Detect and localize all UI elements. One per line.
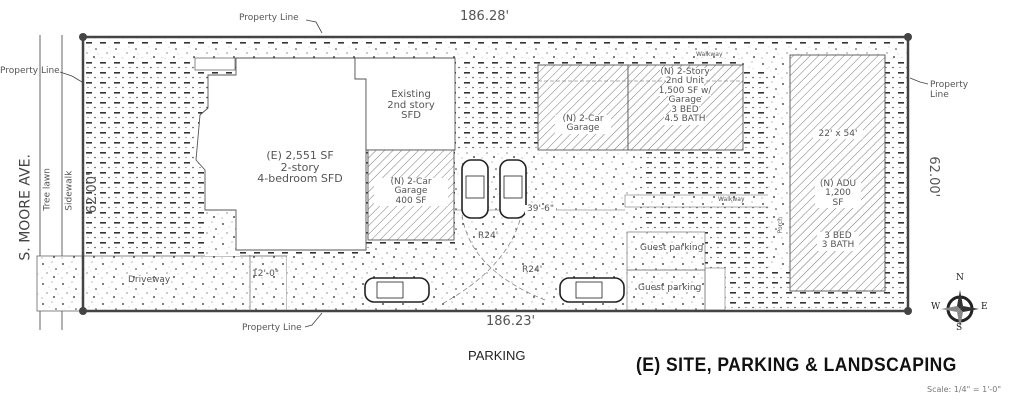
walkway-mid [624, 194, 776, 208]
parking-court [287, 150, 640, 310]
aisle-length-dimension: 39'-6" [525, 204, 557, 215]
adu-label: (N) ADU 1,200 SF [815, 179, 861, 209]
property-line-label-right: Property Line [930, 80, 969, 100]
existing-second-story [354, 57, 456, 151]
drawing-scale: Scale: 1/4" = 1'-0" [927, 385, 1002, 394]
driveway-width-dimension: 12'-0" [252, 269, 280, 279]
car-icon [364, 277, 430, 303]
car-icon [499, 159, 527, 219]
existing-second-story-label: Existing 2nd story SFD [387, 89, 435, 121]
adu-bed-bath-label: 3 BED 3 BATH [817, 231, 859, 251]
right-width-dimension: 62.00' [925, 156, 941, 198]
guest-parking-label-1: Guest parking [640, 243, 704, 253]
walkway-label-top: Walkway [696, 51, 723, 58]
turn-radius-2: R24' [522, 265, 543, 275]
driveway-label: Driveway [128, 275, 171, 285]
compass-e: E [981, 302, 988, 312]
property-line-label-top: Property Line [239, 13, 299, 23]
main-house-label: (E) 2,551 SF 2-story 4-bedroom SFD [257, 149, 343, 186]
guest-parking-label-2: Guest parking [638, 283, 702, 293]
top-length-dimension: 186.28' [460, 9, 510, 24]
rear-garage-label: (N) 2-Car Garage [555, 114, 611, 134]
compass-s: S [956, 323, 963, 333]
property-line-label-bottom: Property Line [242, 323, 302, 333]
bottom-length-dimension: 186.23' [486, 314, 536, 329]
left-width-dimension: 62.00' [85, 172, 101, 214]
car-icon [559, 277, 625, 303]
compass-n: N [956, 273, 964, 283]
tree-lawn-label: Tree lawn [42, 168, 53, 211]
car-icon [461, 159, 489, 219]
drawing-title: (E) SITE, PARKING & LANDSCAPING [636, 355, 957, 376]
parking-caption: PARKING [468, 348, 526, 363]
property-line-label-left: Property Line [0, 66, 60, 76]
turn-radius-1: R24' [478, 231, 499, 241]
compass-w: W [931, 302, 941, 312]
rear-garage [537, 64, 629, 151]
garage-400-label: (N) 2-Car Garage 400 SF [374, 177, 448, 207]
sidewalk-label: Sidewalk [64, 170, 75, 211]
second-unit-label: (N) 2-Story 2nd Unit 1,500 SF w/ Garage … [658, 67, 712, 125]
porch-label: Porch [776, 216, 784, 234]
driveway [36, 255, 288, 312]
street-name-label: S. MOORE AVE. [17, 154, 34, 261]
walkway-label-mid: Walkway [718, 196, 745, 203]
adu-footprint [789, 54, 886, 292]
adu-size-label: 22' x 54' [813, 129, 863, 140]
north-arrow-compass-icon [941, 290, 979, 328]
